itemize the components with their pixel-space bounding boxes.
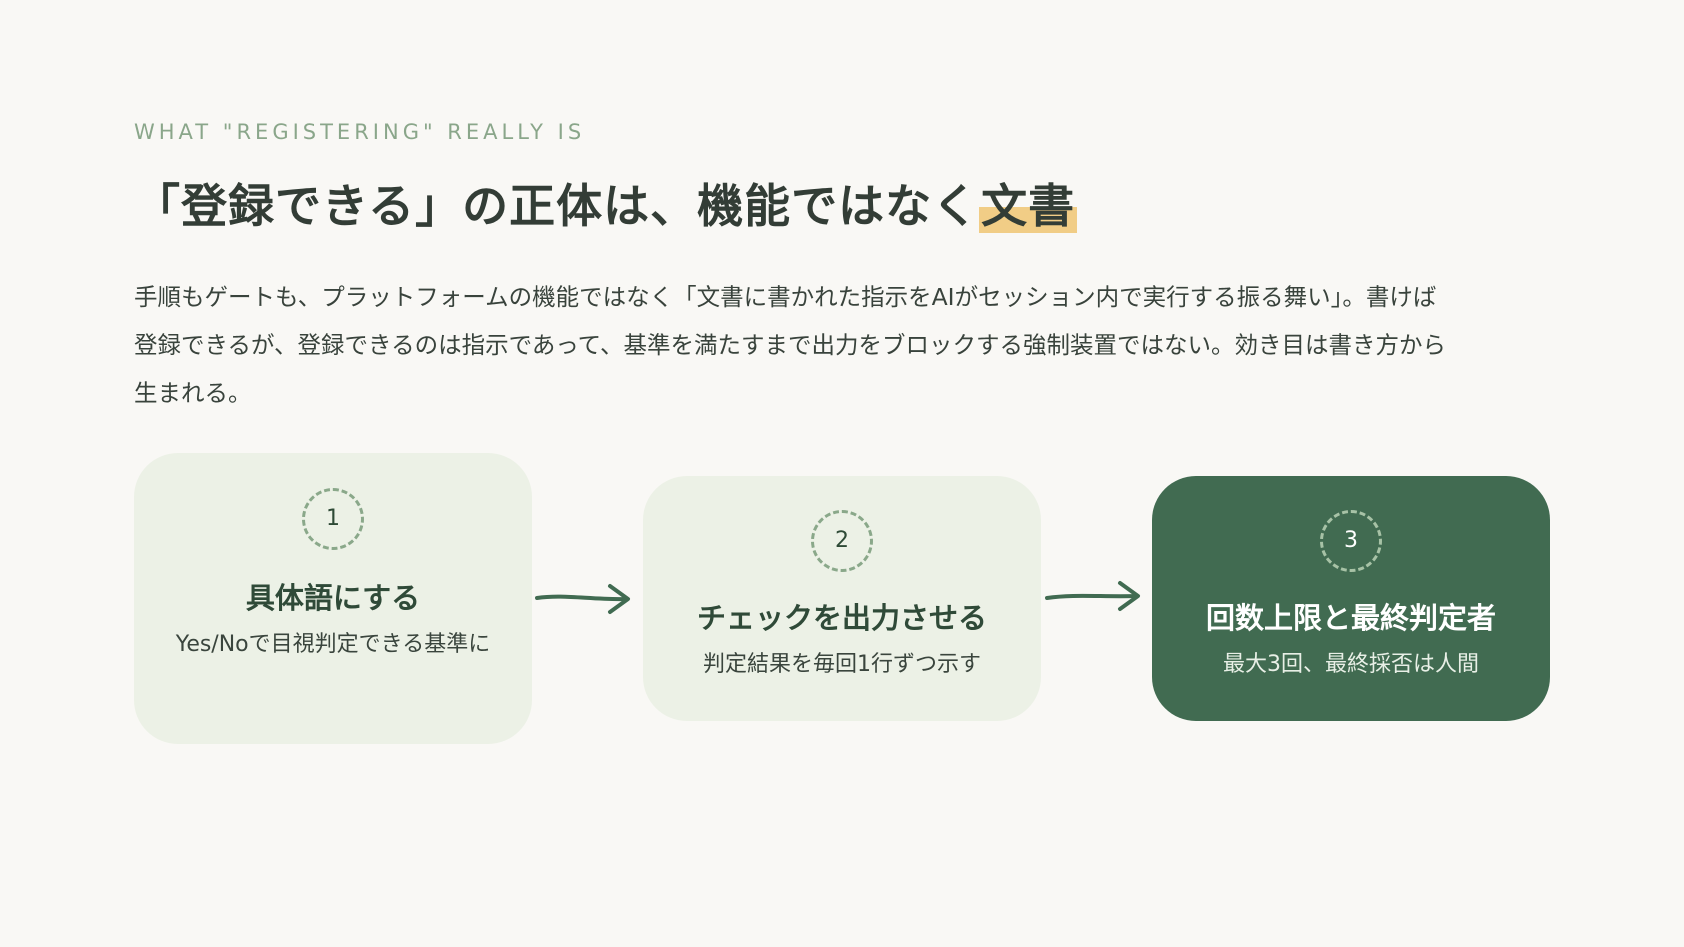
step-description-1: Yes/Noで目視判定できる基準に [175, 632, 491, 657]
step-title-1: 具体語にする [245, 581, 421, 615]
step-description-3: 最大3回、最終採否は人間 [1223, 652, 1479, 677]
body-paragraph: 手順もゲートも、プラットフォームの機能ではなく「文書に書かれた指示をAIがセッシ… [134, 283, 1447, 407]
step-description-2: 判定結果を毎回1行ずつ示す [703, 652, 981, 677]
step-card-1: 1 具体語にする Yes/Noで目視判定できる基準に [134, 453, 532, 744]
page-title-highlight: 文書 [979, 179, 1078, 233]
arrow-right-icon [1045, 581, 1140, 611]
page-title-main: 「登録できる」の正体は、機能ではなく [134, 179, 980, 233]
arrow-right-icon [535, 584, 630, 614]
step-number-badge-1: 1 [302, 488, 364, 550]
step-number-badge-2: 2 [811, 510, 873, 572]
step-card-2: 2 チェックを出力させる 判定結果を毎回1行ずつ示す [643, 476, 1041, 721]
page-title: 「登録できる」の正体は、機能ではなく文書 [134, 170, 1078, 236]
step-card-3: 3 回数上限と最終判定者 最大3回、最終採否は人間 [1152, 476, 1550, 721]
section-kicker: WHAT "REGISTERING" REALLY IS [134, 120, 586, 144]
step-title-2: チェックを出力させる [696, 601, 987, 635]
step-title-3: 回数上限と最終判定者 [1205, 601, 1496, 635]
step-number-badge-3: 3 [1320, 510, 1382, 572]
